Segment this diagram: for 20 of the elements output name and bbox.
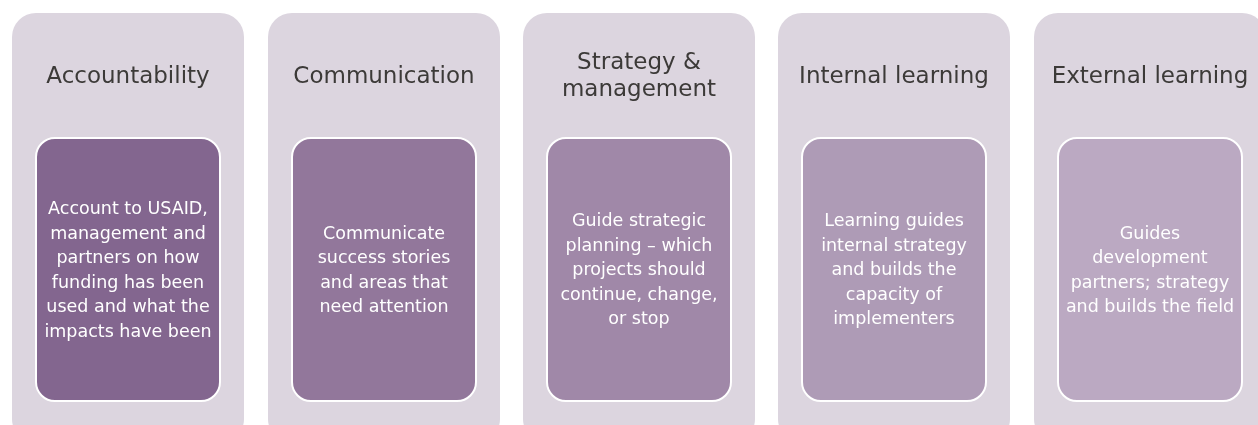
category-panel <box>523 13 755 425</box>
description-text: Guide strategic planning – which projects should continue, change, or stop <box>559 209 719 331</box>
category-heading: Strategy & management <box>560 48 718 102</box>
description-text: Account to USAID, management and partners on how funding has been used and what the impacts have been <box>43 197 213 343</box>
category-panel <box>12 13 244 425</box>
category-heading: Communication <box>293 61 475 89</box>
category-panel <box>268 13 500 425</box>
category-panel <box>778 13 1010 425</box>
description-text: Communicate success stories and areas that need attention <box>316 221 452 318</box>
description-card <box>1057 137 1243 402</box>
category-heading: Internal learning <box>799 61 989 89</box>
description-card <box>801 137 987 402</box>
description-card <box>35 137 221 402</box>
description-text: Guides development partners; strategy and builds the field <box>1064 221 1236 318</box>
category-panel <box>1034 13 1258 425</box>
category-heading: Accountability <box>46 61 210 89</box>
category-heading: External learning <box>1051 61 1249 89</box>
description-card <box>546 137 732 402</box>
description-card <box>291 137 477 402</box>
description-text: Learning guides internal strategy and builds the capacity of implementers <box>820 209 968 331</box>
